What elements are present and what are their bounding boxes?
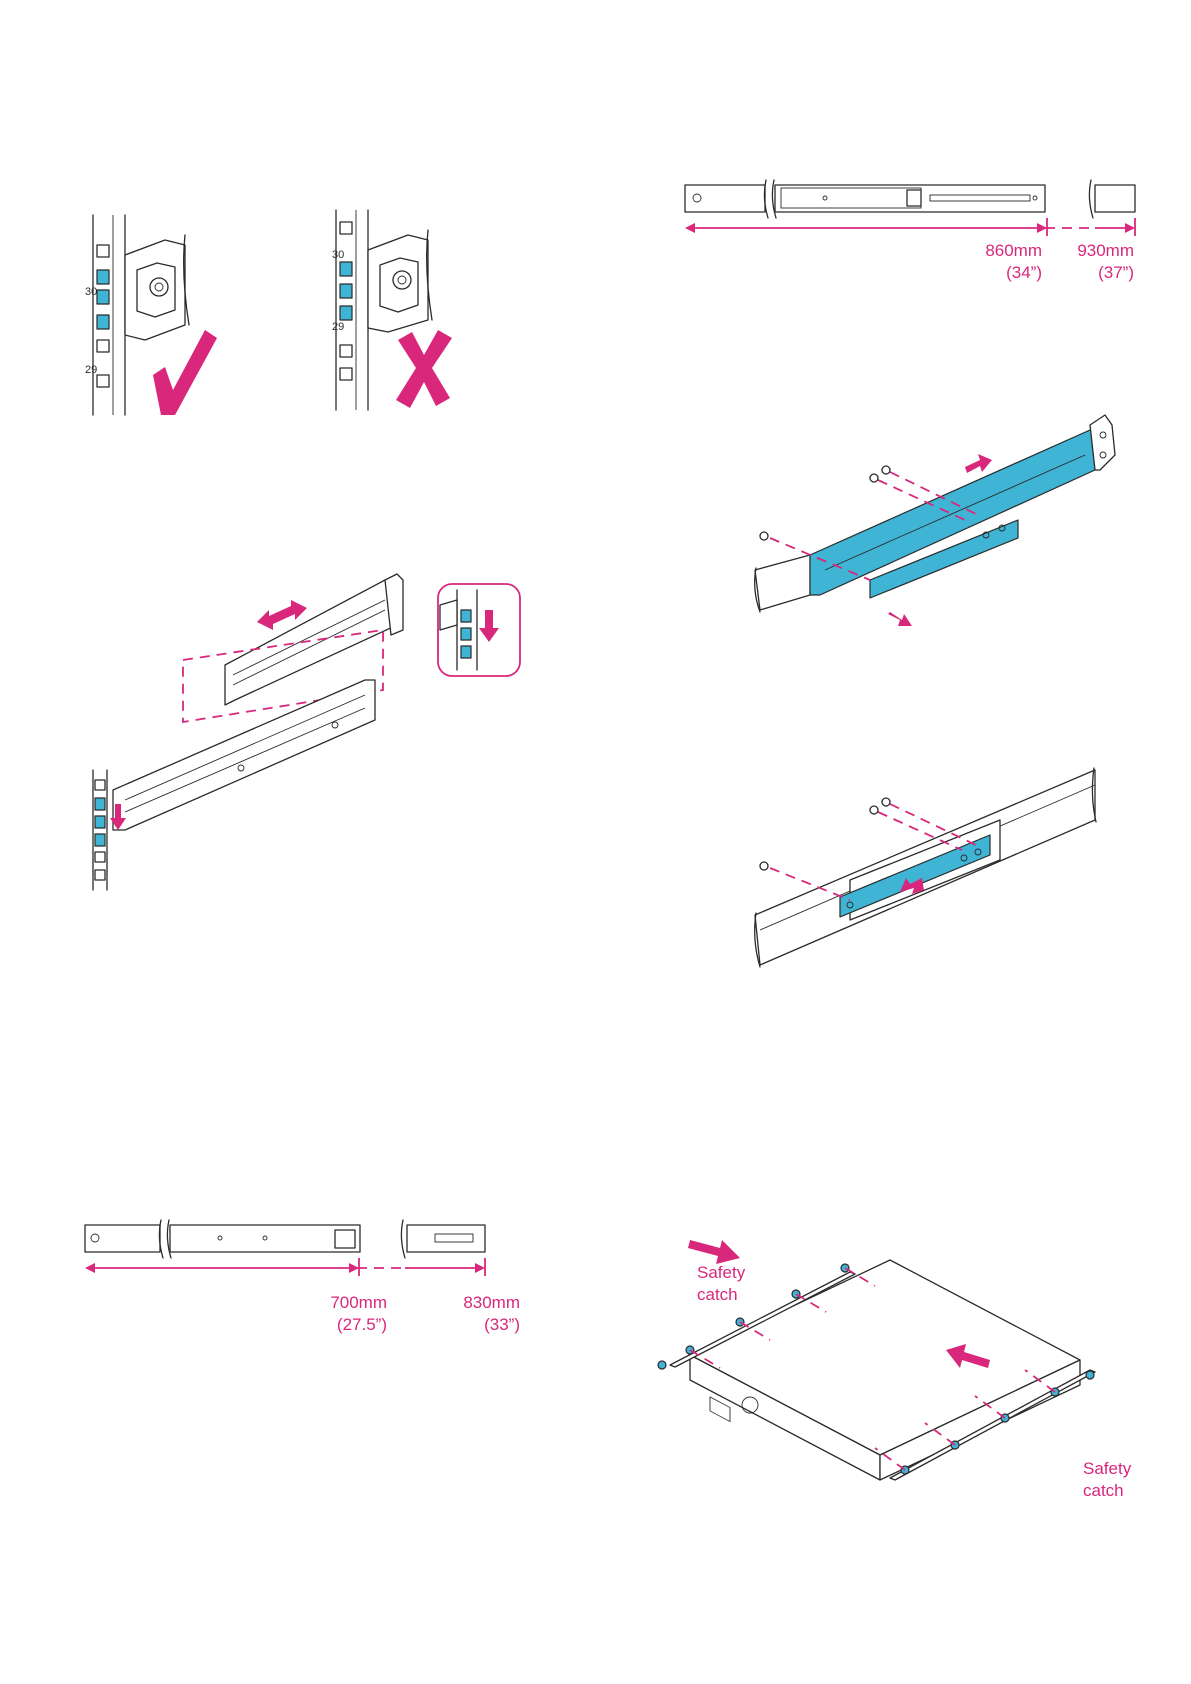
safety-catch-right-label: Safety catch (1083, 1458, 1173, 1502)
rack-unit-label-upper-wrong: 30 (332, 249, 344, 261)
short-rail-max-inch: (33”) (430, 1314, 520, 1336)
safety-catch-left-line1: Safety (697, 1262, 787, 1284)
long-rail-min-length: 860mm (34”) (960, 240, 1042, 284)
short-rail-min-mm: 700mm (290, 1292, 387, 1314)
long-rail-max-length: 930mm (37”) (1050, 240, 1134, 284)
short-rail-dimension-figure (85, 1220, 505, 1280)
safety-catch-right-line1: Safety (1083, 1458, 1173, 1480)
short-rail-max-length: 830mm (33”) (430, 1292, 520, 1336)
checkmark-icon (153, 330, 217, 415)
cross-icon (396, 330, 452, 408)
safety-catch-right-line2: catch (1083, 1480, 1173, 1502)
long-rail-min-inch: (34”) (960, 262, 1042, 284)
rack-alignment-incorrect-figure: 30 29 (332, 210, 492, 425)
short-rail-min-inch: (27.5”) (290, 1314, 387, 1336)
short-rail-max-mm: 830mm (430, 1292, 520, 1314)
safety-catch-left-arrow-icon (688, 1240, 740, 1264)
safety-catch-left-line2: catch (697, 1284, 787, 1306)
long-rail-max-inch: (37”) (1050, 262, 1134, 284)
latch-detail-inset (438, 584, 520, 676)
long-rail-dimension-figure (685, 180, 1135, 240)
extension-bracket-install-figure (750, 750, 1130, 980)
rack-unit-label-lower: 29 (85, 364, 97, 376)
rail-mounting-figure (85, 580, 525, 970)
rack-alignment-correct-figure: 30 29 (85, 215, 245, 425)
rack-unit-label-upper: 30 (85, 286, 97, 298)
short-rail-min-length: 700mm (27.5”) (290, 1292, 387, 1336)
rack-unit-label-lower-wrong: 29 (332, 321, 344, 333)
long-rail-max-mm: 930mm (1050, 240, 1134, 262)
extension-bracket-remove-figure (750, 420, 1150, 650)
safety-catch-left-label: Safety catch (697, 1262, 787, 1306)
long-rail-min-mm: 860mm (960, 240, 1042, 262)
